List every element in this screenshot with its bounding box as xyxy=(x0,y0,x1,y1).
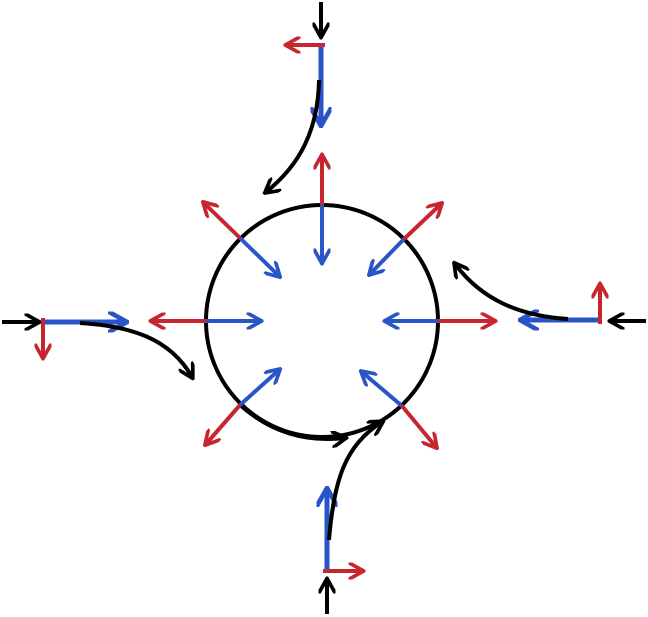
circle-flow-arrow xyxy=(238,403,345,439)
outward-arrow-bottom-left xyxy=(206,403,242,444)
inward-arrow-bottom-right xyxy=(362,372,404,408)
radial-arrows xyxy=(152,156,494,447)
outward-arrow-top-right xyxy=(402,204,441,241)
inward-arrow-top-left xyxy=(238,236,279,276)
inward-arrow-bottom-left xyxy=(238,370,279,407)
inward-arrow-top-right xyxy=(370,237,406,274)
outward-arrow-top-left xyxy=(204,203,242,240)
approach-top xyxy=(266,2,325,192)
approach-left xyxy=(2,318,192,377)
approach-bottom xyxy=(323,422,382,614)
approach-right xyxy=(455,264,646,324)
outward-arrow-bottom-right xyxy=(400,404,436,447)
